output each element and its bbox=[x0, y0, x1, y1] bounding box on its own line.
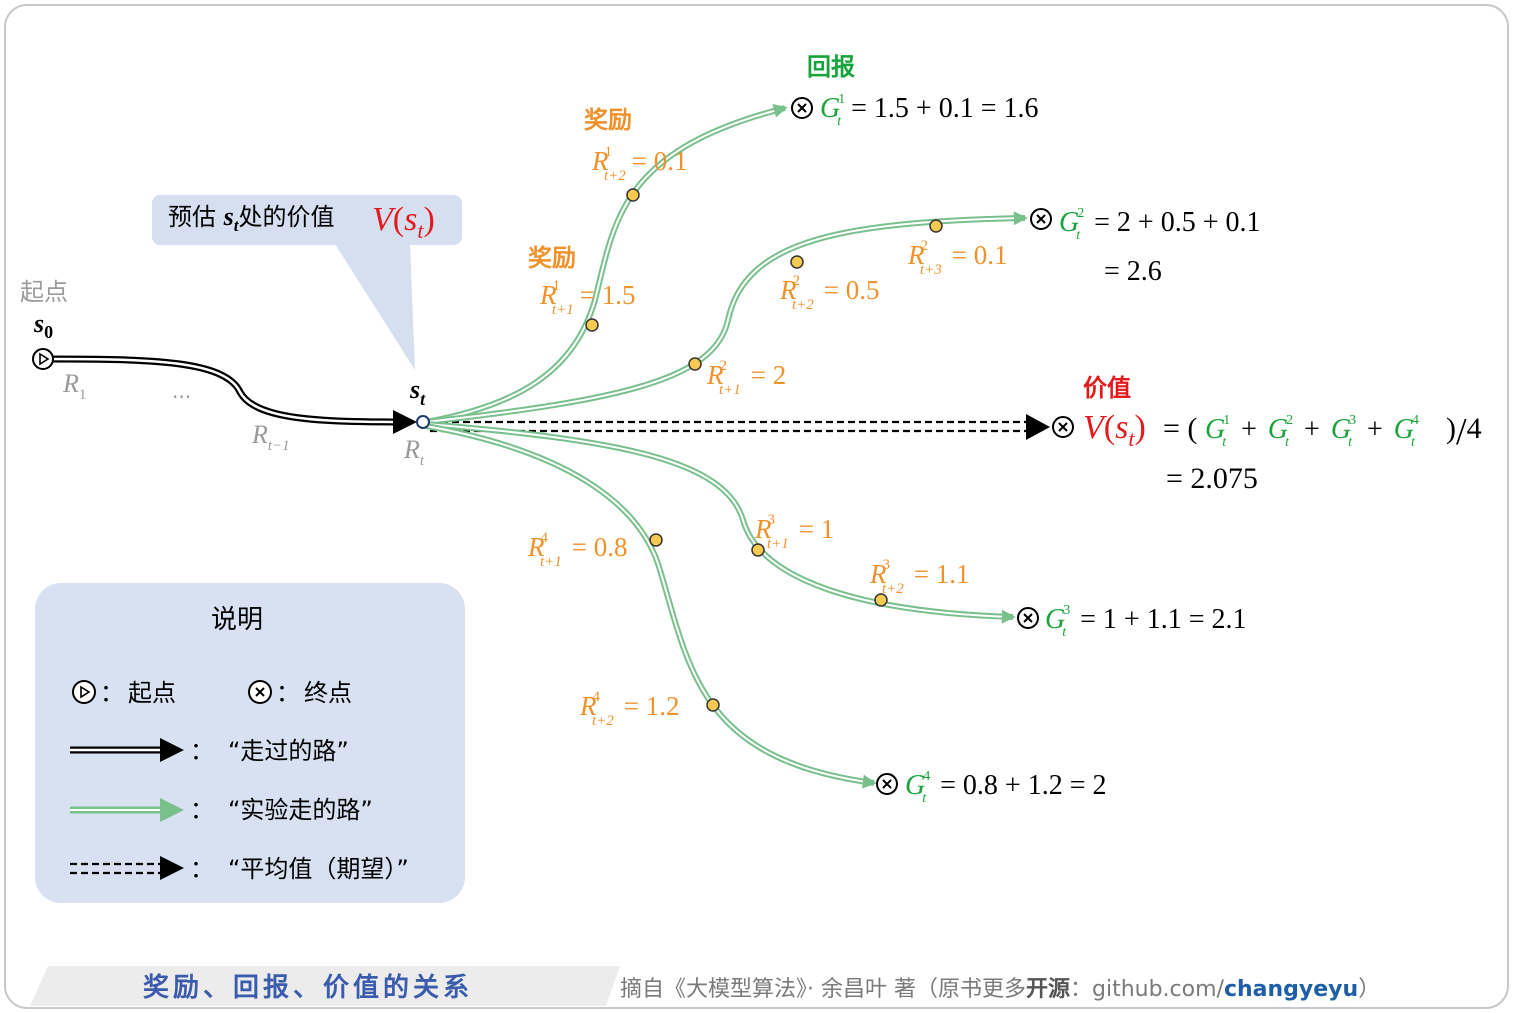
walked-path bbox=[43, 355, 417, 434]
end-icon bbox=[876, 773, 898, 795]
state-node-st bbox=[416, 415, 430, 429]
branch-2 bbox=[425, 211, 1028, 425]
end-icon bbox=[1030, 208, 1052, 230]
return-heading: 回报 bbox=[807, 53, 855, 81]
average-path bbox=[430, 414, 1050, 440]
value-callout: 预估 st处的价值 V(st) bbox=[152, 195, 462, 370]
end-icon bbox=[1017, 607, 1039, 629]
reward-dot bbox=[790, 255, 804, 269]
reward-dot bbox=[585, 318, 599, 332]
branch-1 bbox=[425, 103, 788, 425]
reward-dot bbox=[626, 188, 640, 202]
reward-dot bbox=[706, 698, 720, 712]
r1-label: R1 bbox=[62, 369, 86, 403]
reward-heading: 奖励 bbox=[528, 244, 576, 272]
legend-average-sample bbox=[70, 856, 184, 880]
footer: 奖励、回报、价值的关系 摘自《大模型算法》· 余昌叶 著（原书更多开源：gith… bbox=[30, 966, 1380, 1006]
callout-text: 预估 bbox=[168, 203, 224, 231]
branch-4 bbox=[425, 423, 877, 789]
legend-experiment-sample bbox=[70, 798, 184, 822]
return-label-g2-result: = 2.6 bbox=[1104, 256, 1162, 287]
legend-experiment-label: ：“实验走的路” bbox=[190, 796, 373, 824]
svg-text:= (: = ( bbox=[1163, 412, 1197, 445]
reward-dot bbox=[688, 357, 702, 371]
end-icon bbox=[791, 97, 813, 119]
reward-dot bbox=[929, 219, 943, 233]
start-icon bbox=[72, 680, 96, 704]
rt-1-label: Rt−1 bbox=[251, 420, 290, 454]
start-label: 起点 bbox=[20, 278, 68, 306]
st-label: st bbox=[409, 375, 426, 409]
reward-dots bbox=[585, 188, 943, 712]
legend-box: 说明 ：起点 ：终点 ：“走过的路” ：“实验走的路” ：“平均值（ bbox=[35, 583, 465, 903]
legend-title: 说明 bbox=[211, 605, 263, 635]
legend-average-label: ：“平均值（期望）” bbox=[190, 855, 409, 883]
legend-walked-sample bbox=[70, 738, 184, 762]
s0-label: s0 bbox=[33, 309, 53, 342]
value-heading: 价值 bbox=[1083, 374, 1131, 402]
footer-title: 奖励、回报、价值的关系 bbox=[143, 972, 473, 1003]
footer-source: 摘自《大模型算法》· 余昌叶 著（原书更多开源：github.com/chang… bbox=[620, 977, 1380, 1002]
end-icon bbox=[248, 680, 272, 704]
reward-dot bbox=[751, 543, 765, 557]
rt-label: Rt bbox=[403, 435, 425, 469]
svg-text:)/4: )/4 bbox=[1446, 411, 1482, 453]
legend-end-label: ：终点 bbox=[276, 679, 352, 707]
reward-dot bbox=[649, 533, 663, 547]
value-result: = 2.075 bbox=[1166, 462, 1258, 495]
callout-formula: V(st) bbox=[372, 201, 435, 243]
ellipsis: ... bbox=[172, 379, 191, 403]
legend-start-label: ：起点 bbox=[100, 679, 176, 707]
start-icon bbox=[32, 348, 54, 370]
svg-text:V(st): V(st) bbox=[1083, 409, 1146, 451]
svg-text:预估 st处的价值: 预估 st处的价值 bbox=[168, 202, 335, 235]
end-icon bbox=[1052, 416, 1074, 438]
reward-heading: 奖励 bbox=[584, 106, 632, 134]
reward-dot bbox=[874, 593, 888, 607]
svg-text:G1t + G2t +: G1t + G2t + G3t + G4t bbox=[1205, 413, 1419, 453]
legend-walked-label: ：“走过的路” bbox=[190, 737, 349, 765]
